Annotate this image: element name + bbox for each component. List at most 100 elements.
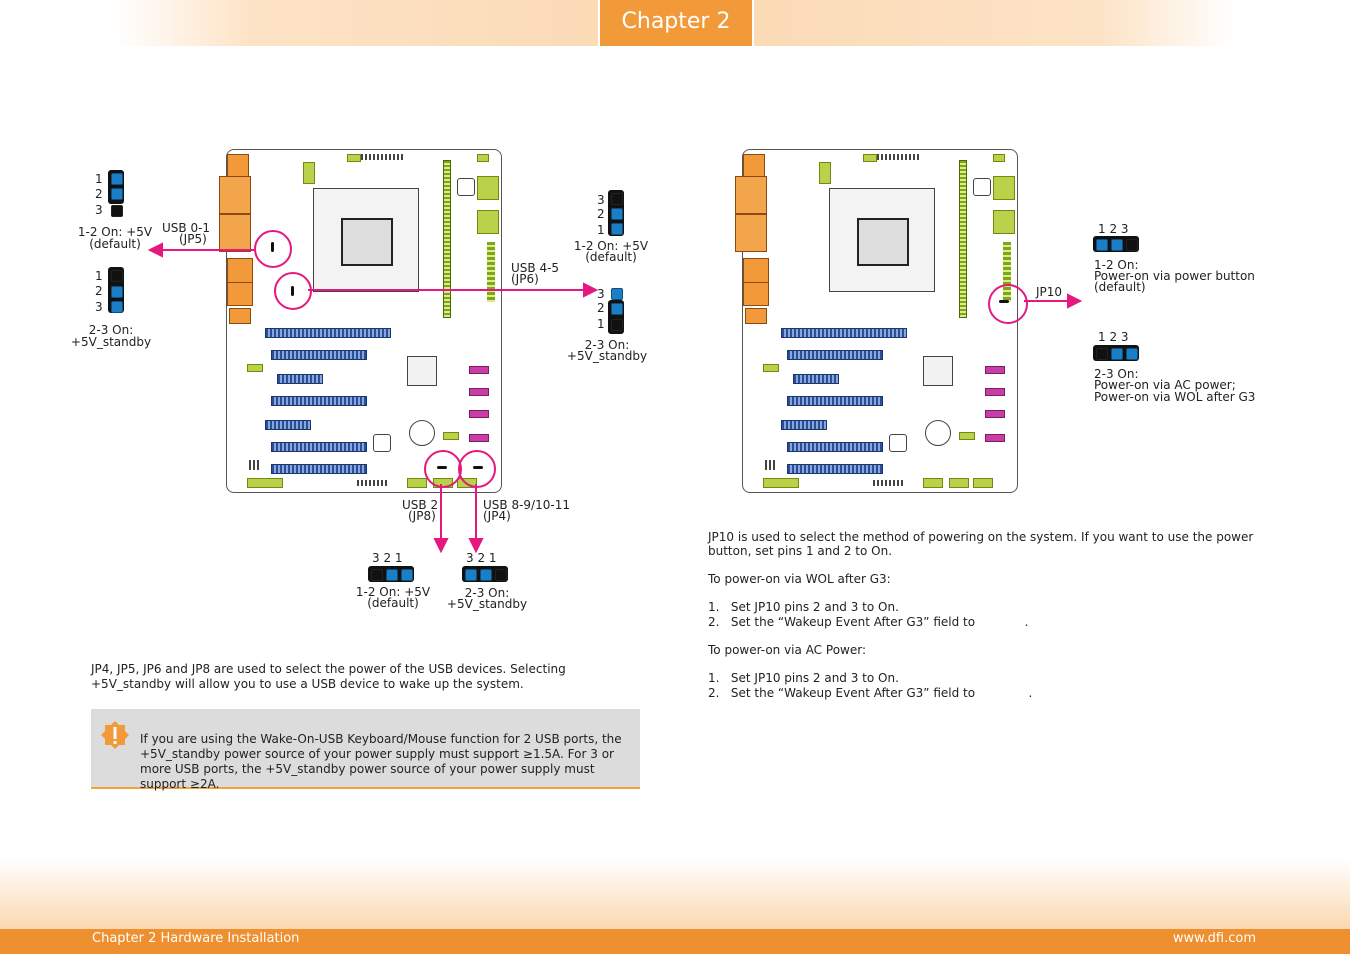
chapter-tab: Chapter 2 <box>598 0 754 46</box>
jp6-opt2-pin <box>611 319 623 331</box>
jp5-label: USB 0-1 <box>162 221 211 235</box>
jp5-opt2-caption: 2-3 On: <box>88 323 134 337</box>
jp10-opt1-pin-labels: 1 2 3 <box>1098 222 1129 236</box>
jp10-intro-line2: button, set pins 1 and 2 to On. <box>708 544 893 558</box>
jp10-opt2-pin <box>1126 348 1138 360</box>
jp5-opt2-pin <box>111 301 123 313</box>
jp6-opt2-pin <box>611 303 623 315</box>
header-connector <box>993 154 1005 162</box>
pcie-slot <box>793 374 839 384</box>
battery <box>925 420 951 446</box>
footer-website-link[interactable]: www.dfi.com <box>1172 931 1256 946</box>
jp8-id: (JP8) <box>408 509 436 523</box>
rear-io-port <box>219 214 251 252</box>
jp5-opt1-caption: 1-2 On: +5V <box>77 225 153 239</box>
pcie-slot <box>271 350 367 360</box>
jp6-opt1-caption-default: (default) <box>585 250 637 264</box>
rear-io-port <box>745 308 767 324</box>
header-connector <box>477 210 499 234</box>
warning-icon <box>101 721 129 749</box>
header-connector <box>347 154 361 162</box>
header-connector <box>249 460 259 470</box>
rear-io-port <box>743 282 769 306</box>
caution-note-text: If you are using the Wake-On-USB Keyboar… <box>140 732 622 791</box>
jp6-opt2-caption: 2-3 On: <box>584 338 630 352</box>
jp10-opt2-pin <box>1111 348 1123 360</box>
pcie-slot <box>271 464 367 474</box>
wol-step-1: 1. Set JP10 pins 2 and 3 to On. <box>708 600 899 614</box>
pcie-slot <box>787 442 883 452</box>
sata-connector <box>469 388 489 396</box>
header-connector <box>361 154 405 160</box>
jp4-pin <box>495 569 507 581</box>
jp6-opt1-caption: 1-2 On: +5V <box>573 239 649 253</box>
sata-connector <box>469 434 489 442</box>
header-connector <box>477 154 489 162</box>
pcie-slot <box>271 442 367 452</box>
jp5-opt2-pin <box>111 270 123 282</box>
header-connector <box>357 480 387 486</box>
jp5-opt1-pin-label-2: 2 <box>95 187 103 201</box>
header-connector <box>993 176 1015 200</box>
header-connector <box>407 478 427 488</box>
jp6-label: USB 4-5 <box>511 261 560 275</box>
pcie-slot <box>271 396 367 406</box>
sata-connector <box>985 366 1005 374</box>
pcie-slot <box>781 420 827 430</box>
chip <box>973 178 991 196</box>
cpu-socket-core <box>857 218 909 266</box>
chipset <box>407 356 437 386</box>
chipset <box>923 356 953 386</box>
jp5-opt1-pin <box>111 173 123 185</box>
jp10-highlight-circle <box>988 284 1028 324</box>
header-connector <box>949 478 969 488</box>
footer-gradient <box>0 858 1350 930</box>
jp10-opt2-pin-labels: 1 2 3 <box>1098 330 1129 344</box>
ac-step-2: 2. Set the “Wakeup Event After G3” field… <box>708 686 1033 700</box>
jp6-opt2-pin <box>611 288 623 300</box>
jp5-opt1-pin-label-3: 3 <box>95 203 103 217</box>
ac-heading: To power-on via AC Power: <box>708 643 866 657</box>
chip <box>889 434 907 452</box>
jp10-intro-line1: JP10 is used to select the method of pow… <box>708 530 1254 544</box>
atx-power-connector <box>487 242 495 302</box>
jp5-opt1-pin <box>111 188 123 200</box>
jp4-id: (JP4) <box>483 509 511 523</box>
usb-power-description: JP4, JP5, JP6 and JP8 are used to select… <box>91 662 566 691</box>
jp10-opt1-caption-desc: Power-on via power button <box>1094 269 1255 283</box>
sata-connector <box>985 388 1005 396</box>
header-connector <box>477 176 499 200</box>
wol-heading: To power-on via WOL after G3: <box>708 572 891 586</box>
header-connector <box>819 162 831 184</box>
jp6-opt2-caption-standby: +5V_standby <box>566 349 648 363</box>
sata-connector <box>985 410 1005 418</box>
jp10-label: JP10 <box>1036 285 1063 299</box>
jp10-opt1-caption-default: (default) <box>1094 280 1146 294</box>
jp5-highlight-circle <box>254 230 292 268</box>
jp5-opt2-pin-label-1: 1 <box>95 269 103 283</box>
pcie-slot <box>277 374 323 384</box>
jp6-opt1-pin <box>611 223 623 235</box>
jp6-opt1-pin-label-2: 2 <box>597 207 605 221</box>
jp6-opt1-pin-label-3: 3 <box>597 193 605 207</box>
wol-step-2: 2. Set the “Wakeup Event After G3” field… <box>708 615 1029 629</box>
cpu-socket-core <box>341 218 393 266</box>
jp4-caption-standby: +5V_standby <box>446 597 528 611</box>
jp5-opt2-pin-label-2: 2 <box>95 284 103 298</box>
jp10-opt2-caption-wol: Power-on via WOL after G3 <box>1094 390 1256 404</box>
jp8-label: USB 2 <box>402 498 439 512</box>
jp8-caption-default: (default) <box>367 596 419 610</box>
jp10-opt2-pin <box>1096 348 1108 360</box>
jp10-opt2-caption: 2-3 On: <box>1094 367 1139 381</box>
jp4-pin <box>480 569 492 581</box>
jp8-pin-labels: 3 2 1 <box>372 551 403 565</box>
jp5-opt2-caption-standby: +5V_standby <box>70 335 152 349</box>
jp4-pin-labels: 3 2 1 <box>466 551 497 565</box>
header-connector <box>873 480 903 486</box>
jp5-id: (JP5) <box>179 232 207 246</box>
jp6-opt2-pin-label-3: 3 <box>597 287 605 301</box>
header-connector <box>763 364 779 372</box>
header-connector <box>765 460 775 470</box>
